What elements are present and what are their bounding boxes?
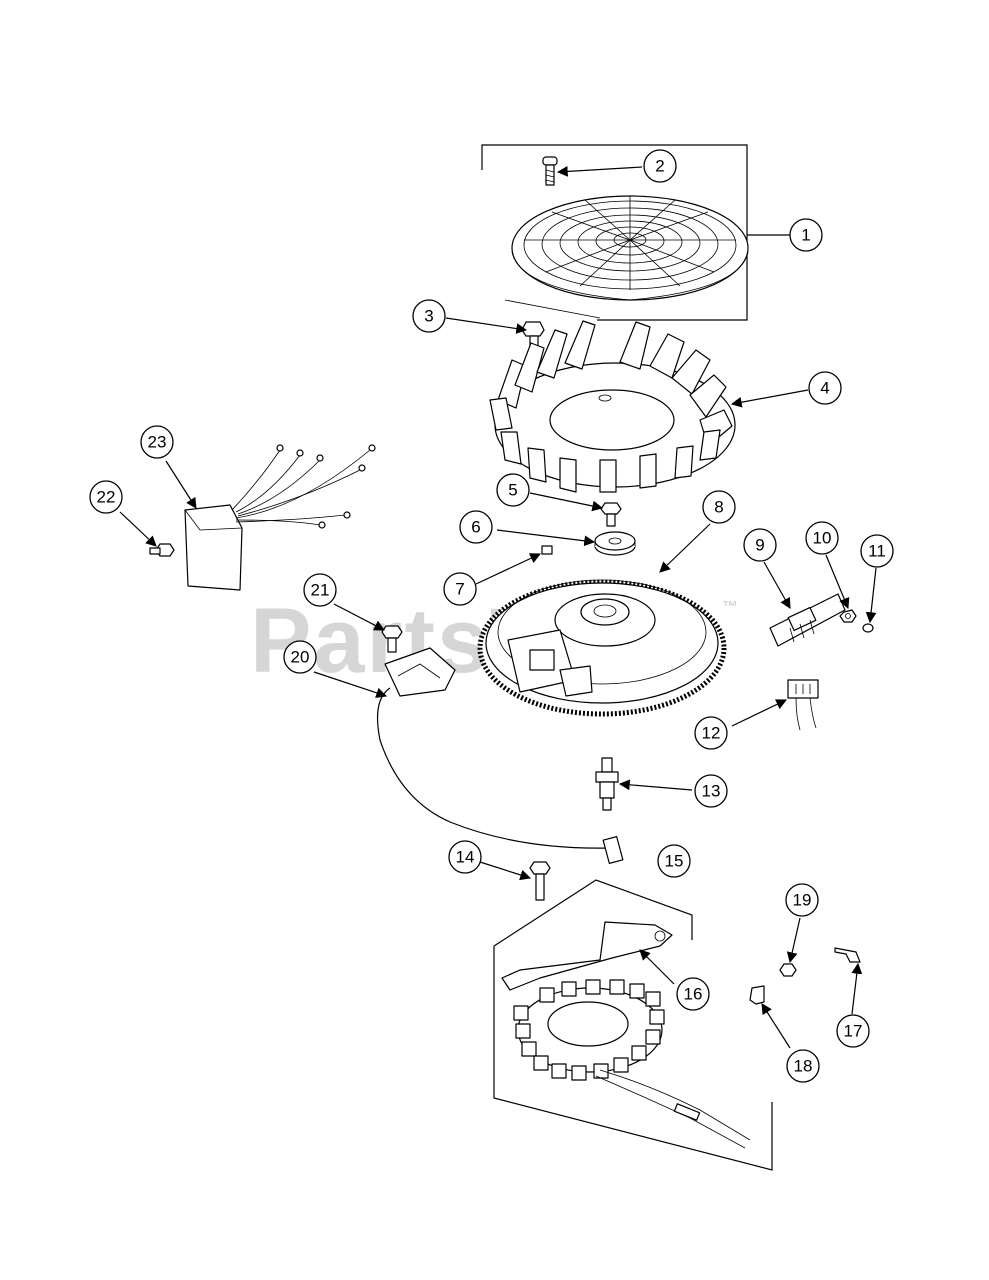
stator	[513, 979, 751, 1149]
callout-6[interactable]: 6	[459, 510, 493, 544]
svg-text:3: 3	[424, 307, 433, 326]
svg-text:12: 12	[702, 724, 721, 743]
callout-18[interactable]: 18	[786, 1049, 820, 1083]
svg-text:7: 7	[455, 580, 464, 599]
cooling-fan	[489, 320, 736, 493]
svg-text:13: 13	[702, 782, 721, 801]
svg-text:14: 14	[456, 848, 475, 867]
regulator-rectifier	[769, 593, 846, 647]
watermark-tm: ™	[722, 599, 740, 616]
callout-1[interactable]: 1	[789, 218, 823, 252]
callout-5[interactable]: 5	[496, 473, 530, 507]
svg-text:21: 21	[311, 581, 330, 600]
callout-20[interactable]: 20	[283, 640, 317, 674]
lock-washer	[862, 623, 874, 633]
flywheel-bolt	[600, 502, 622, 527]
module-screw	[381, 625, 403, 653]
svg-text:1: 1	[801, 226, 810, 245]
callout-12[interactable]: 12	[694, 716, 728, 750]
rotating-screen	[504, 195, 749, 319]
callout-15[interactable]: 15	[657, 844, 691, 878]
stator-bracket	[501, 921, 673, 991]
callout-3[interactable]: 3	[412, 299, 446, 333]
small-nut	[779, 963, 797, 977]
svg-text:6: 6	[471, 518, 480, 537]
callout-19[interactable]: 19	[785, 883, 819, 917]
svg-text:8: 8	[714, 498, 723, 517]
armature-bolt	[529, 861, 551, 901]
svg-text:2: 2	[655, 157, 664, 176]
svg-text:18: 18	[794, 1057, 813, 1076]
callout-17[interactable]: 17	[836, 1014, 870, 1048]
terminal-clip	[834, 947, 861, 963]
svg-text:17: 17	[844, 1022, 863, 1041]
svg-text:20: 20	[291, 648, 310, 667]
ignition-module	[377, 647, 624, 865]
svg-text:22: 22	[97, 488, 116, 507]
washer	[594, 531, 636, 556]
callout-11[interactable]: 11	[860, 534, 894, 568]
svg-text:11: 11	[868, 542, 886, 561]
callout-4[interactable]: 4	[808, 371, 842, 405]
leader-lines	[119, 166, 877, 1049]
callout-9[interactable]: 9	[743, 528, 777, 562]
callout-10[interactable]: 10	[805, 521, 839, 555]
callout-16[interactable]: 16	[676, 977, 710, 1011]
svg-text:16: 16	[684, 985, 703, 1004]
svg-text:5: 5	[508, 481, 517, 500]
control-module	[184, 444, 376, 591]
hex-nut	[839, 609, 857, 623]
callout-7[interactable]: 7	[443, 572, 477, 606]
ground-terminal	[749, 985, 765, 1005]
callout-14[interactable]: 14	[448, 840, 482, 874]
callout-23[interactable]: 23	[140, 425, 174, 459]
svg-text:19: 19	[793, 891, 812, 910]
control-module-screw	[149, 543, 175, 557]
flywheel	[477, 579, 727, 717]
screen-screw	[542, 156, 558, 186]
callout-21[interactable]: 21	[303, 573, 337, 607]
svg-text:4: 4	[820, 379, 829, 398]
callout-8[interactable]: 8	[702, 490, 736, 524]
wire-connector	[787, 679, 819, 731]
svg-text:23: 23	[148, 433, 167, 452]
svg-text:10: 10	[813, 529, 832, 548]
svg-text:15: 15	[665, 852, 684, 871]
svg-text:9: 9	[755, 536, 764, 555]
stator-group-bracket	[493, 879, 773, 1171]
spark-plug	[595, 757, 619, 811]
callout-13[interactable]: 13	[694, 774, 728, 808]
callout-22[interactable]: 22	[89, 480, 123, 514]
screen-group-bracket	[481, 144, 790, 321]
flywheel-key	[541, 545, 553, 555]
callout-2[interactable]: 2	[643, 149, 677, 183]
